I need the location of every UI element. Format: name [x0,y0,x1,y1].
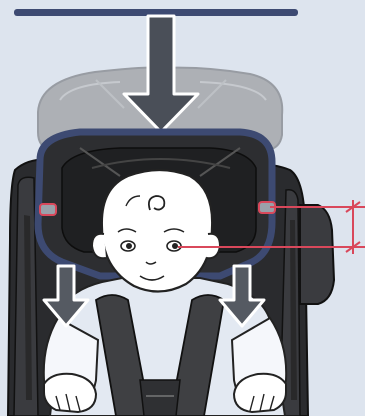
level-marker-icon [39,203,57,216]
top-guide-bar [14,9,298,16]
harness-straps [95,294,225,416]
down-arrow-icon [122,14,200,134]
shoulder-height-measurement [178,200,365,254]
down-arrow-icon [218,264,266,328]
down-arrow-icon [42,264,90,328]
